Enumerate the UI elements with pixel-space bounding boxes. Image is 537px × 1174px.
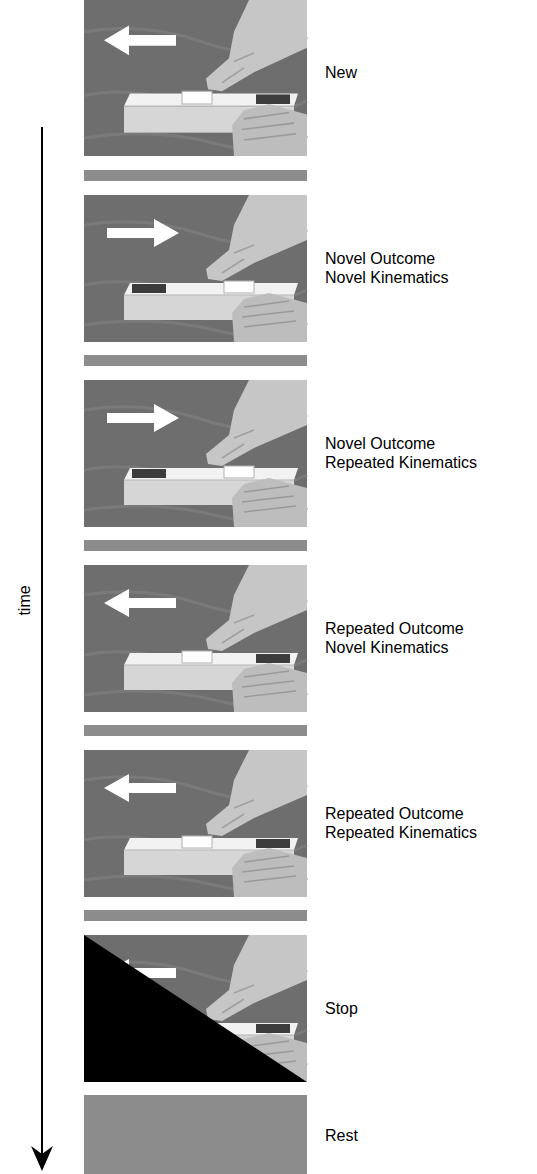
condition-label: Novel Outcome Repeated Kinematics — [325, 434, 493, 472]
video-frame — [84, 195, 307, 342]
condition-label: New — [325, 63, 485, 82]
separator-bar — [84, 355, 307, 366]
time-axis — [41, 127, 43, 1160]
condition-label: Rest — [325, 1126, 485, 1145]
separator-bar — [84, 910, 307, 921]
separator-bar — [84, 170, 307, 181]
video-frame — [84, 565, 307, 712]
video-frame — [84, 935, 307, 1082]
condition-label: Stop — [325, 999, 485, 1018]
rest-screen — [84, 1095, 307, 1174]
condition-label: Novel Outcome Novel Kinematics — [325, 249, 465, 287]
separator-bar — [84, 540, 307, 551]
separator-bar — [84, 725, 307, 736]
video-frame — [84, 750, 307, 897]
axis-label: time — [14, 585, 33, 615]
condition-label: Repeated Outcome Repeated Kinematics — [325, 804, 493, 842]
video-frame — [84, 0, 307, 156]
video-frame — [84, 380, 307, 527]
time-arrowhead — [31, 1146, 53, 1171]
condition-label: Repeated Outcome Novel Kinematics — [325, 619, 493, 657]
